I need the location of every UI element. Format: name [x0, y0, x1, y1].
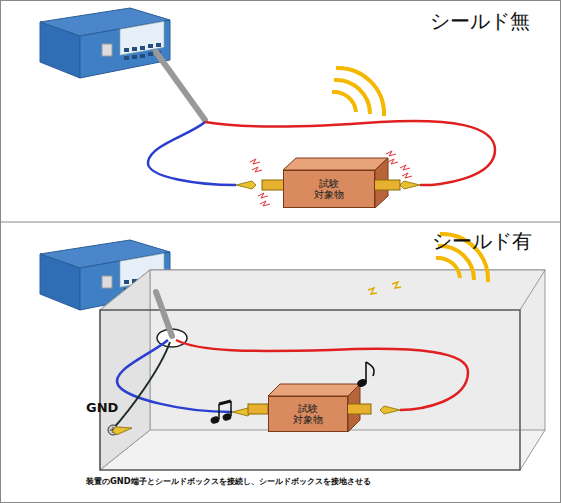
panel-title: シールド有: [432, 228, 532, 255]
node-text: 試験 対象物: [291, 403, 325, 426]
test-object-box: 試験 対象物: [268, 396, 348, 432]
ground-label: GND: [86, 400, 118, 415]
node-text: 試験 対象物: [312, 178, 346, 201]
test-object-box: 試験 対象物: [283, 170, 375, 208]
panel-title: シールド無: [430, 8, 530, 35]
note-text: 装置のGND端子とシールドボックスを接続し、シールドボックスを接地させる: [86, 476, 371, 487]
